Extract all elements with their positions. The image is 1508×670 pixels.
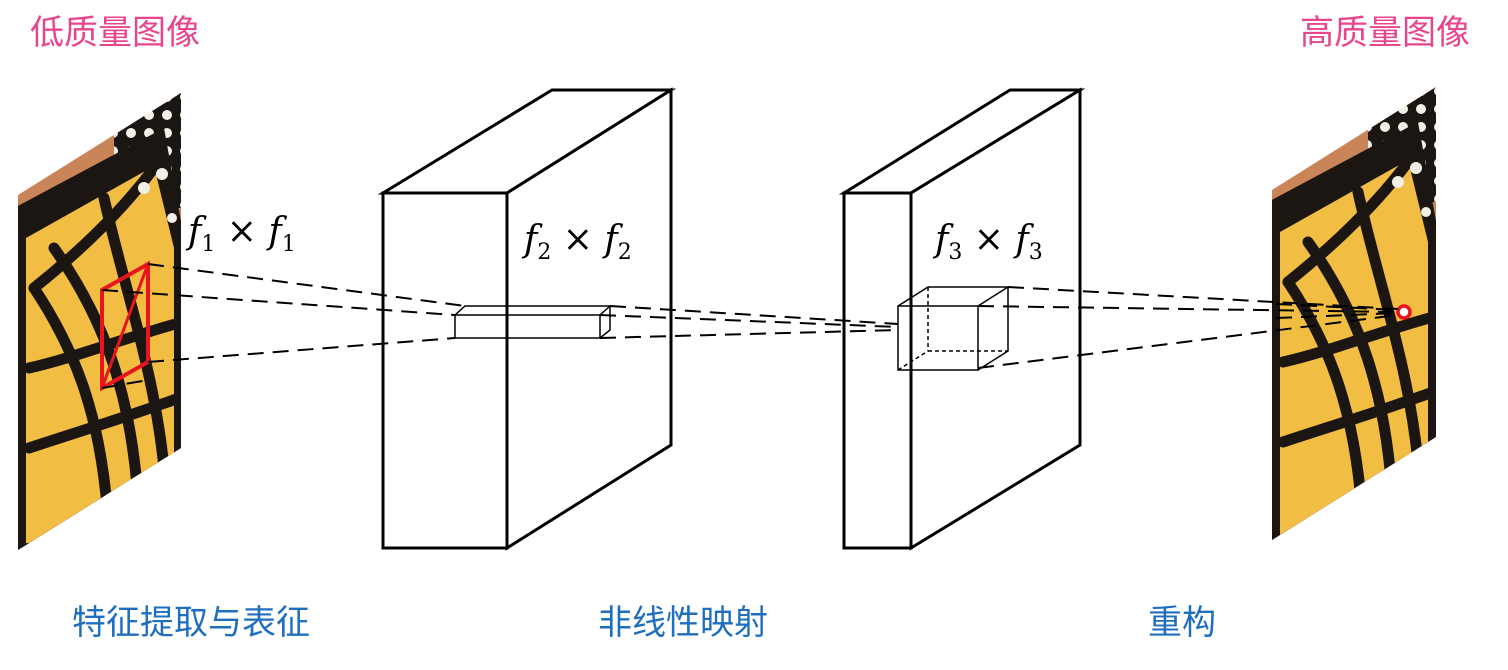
output-title: 高质量图像	[1300, 16, 1470, 50]
stage-feature-extraction: 特征提取与表征	[72, 606, 310, 640]
connector-lines	[102, 264, 1398, 388]
output-image	[1268, 82, 1438, 552]
stage-nonlinear-mapping: 非线性映射	[598, 606, 768, 640]
layer-2-block	[844, 90, 1080, 548]
filter-size-f1: f1 × f1	[188, 214, 296, 256]
output-pixel	[1398, 306, 1410, 318]
filter-size-f2: f2 × f2	[524, 222, 632, 264]
input-title: 低质量图像	[30, 16, 200, 50]
stage-reconstruction: 重构	[1148, 606, 1216, 640]
layer-1-block	[383, 90, 671, 548]
filter-size-f3: f3 × f3	[935, 222, 1043, 264]
input-image	[14, 88, 184, 558]
